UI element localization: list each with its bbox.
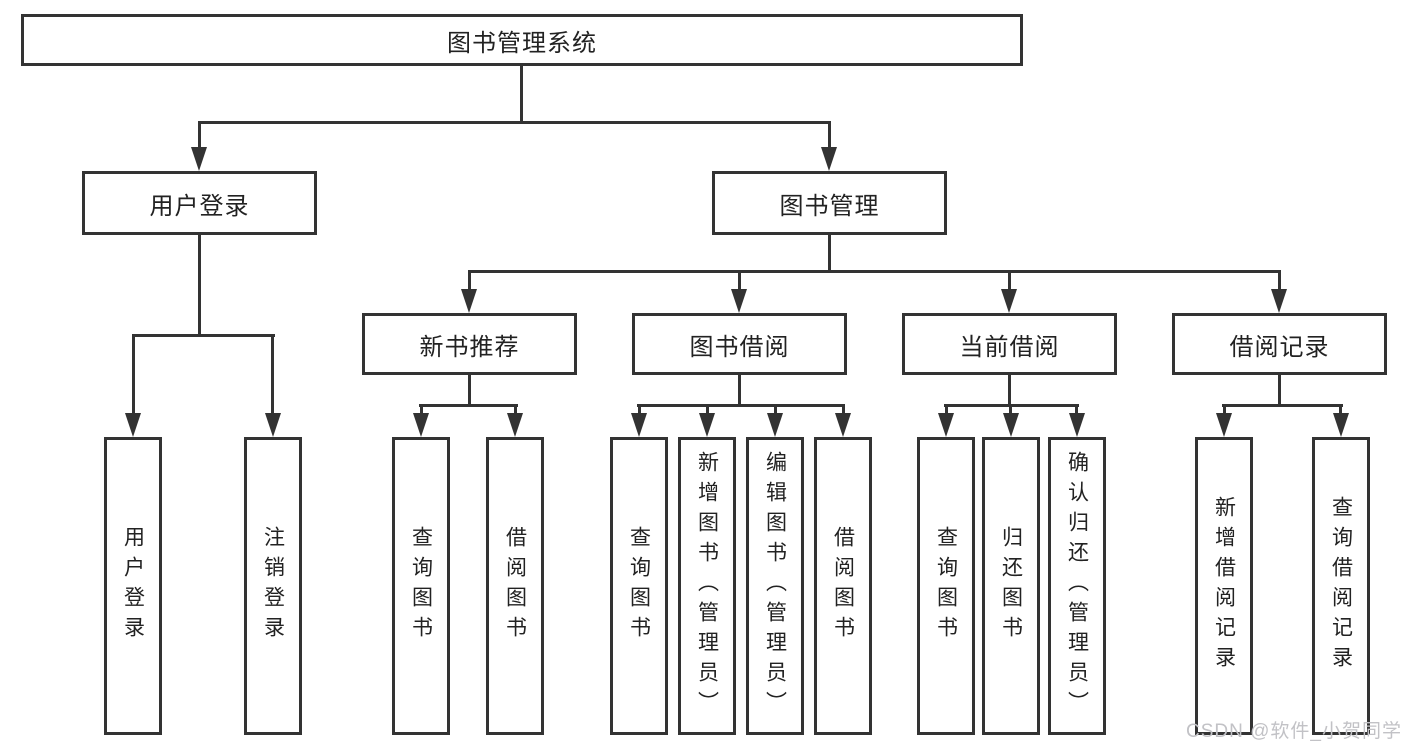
arrowhead-down xyxy=(1001,289,1017,313)
leaf-label: 编辑图书（管理员） xyxy=(763,451,787,721)
connector-line xyxy=(514,404,517,415)
connector-line xyxy=(828,121,831,149)
connector-line xyxy=(1223,404,1226,415)
leaf-borrow-books-2: 借阅图书 xyxy=(814,437,872,735)
leaf-confirm-return-admin: 确认归还（管理员） xyxy=(1048,437,1106,735)
leaf-query-borrow-record: 查询借阅记录 xyxy=(1312,437,1370,735)
arrowhead-down xyxy=(938,413,954,437)
arrowhead-down xyxy=(1069,413,1085,437)
node-label: 图书管理 xyxy=(779,192,880,220)
arrowhead-down xyxy=(507,413,523,437)
connector-line xyxy=(637,404,845,407)
leaf-label: 新增借阅记录 xyxy=(1212,496,1236,676)
connector-line xyxy=(945,404,948,415)
leaf-return-book: 归还图书 xyxy=(982,437,1040,735)
arrowhead-down xyxy=(265,413,281,437)
leaf-label: 用户登录 xyxy=(121,526,145,646)
node-label: 借阅记录 xyxy=(1229,333,1330,361)
connector-line xyxy=(706,404,709,415)
watermark-text: CSDN @软件_小贺同学 xyxy=(1186,721,1402,742)
arrowhead-down xyxy=(821,147,837,171)
connector-line xyxy=(468,270,1281,273)
connector-line xyxy=(1278,270,1281,291)
node-book-borrow: 图书借阅 xyxy=(632,313,847,375)
leaf-borrow-books-recommend: 借阅图书 xyxy=(486,437,544,735)
connector-line xyxy=(1278,373,1281,406)
node-new-book-recommend: 新书推荐 xyxy=(362,313,577,375)
connector-line xyxy=(198,233,201,336)
leaf-label: 查询图书 xyxy=(627,526,651,646)
connector-line xyxy=(520,64,523,122)
arrowhead-down xyxy=(461,289,477,313)
connector-line xyxy=(738,373,741,406)
connector-line xyxy=(271,334,274,416)
node-root-library-system: 图书管理系统 xyxy=(21,14,1023,66)
arrowhead-down xyxy=(731,289,747,313)
leaf-add-borrow-record: 新增借阅记录 xyxy=(1195,437,1253,735)
connector-line xyxy=(828,233,831,273)
node-label: 新书推荐 xyxy=(419,333,520,361)
arrowhead-down xyxy=(1003,413,1019,437)
leaf-label: 注销登录 xyxy=(261,526,285,646)
arrowhead-down xyxy=(1333,413,1349,437)
connector-line xyxy=(468,373,471,406)
leaf-label: 新增图书（管理员） xyxy=(695,451,719,721)
node-current-borrow: 当前借阅 xyxy=(902,313,1117,375)
connector-line xyxy=(842,404,845,415)
leaf-label: 查询图书 xyxy=(934,526,958,646)
node-book-management: 图书管理 xyxy=(712,171,947,235)
arrowhead-down xyxy=(835,413,851,437)
leaf-label: 借阅图书 xyxy=(503,526,527,646)
node-user-login: 用户登录 xyxy=(82,171,317,235)
arrowhead-down xyxy=(125,413,141,437)
connector-line xyxy=(1009,404,1012,415)
leaf-logout: 注销登录 xyxy=(244,437,302,735)
leaf-label: 查询借阅记录 xyxy=(1329,496,1353,676)
connector-line xyxy=(738,270,741,291)
arrowhead-down xyxy=(1271,289,1287,313)
arrowhead-down xyxy=(767,413,783,437)
connector-line xyxy=(132,334,135,416)
leaf-label: 查询图书 xyxy=(409,526,433,646)
connector-line xyxy=(1008,270,1011,291)
connector-line xyxy=(774,404,777,415)
leaf-query-books-current: 查询图书 xyxy=(917,437,975,735)
connector-line xyxy=(1222,404,1343,407)
leaf-edit-book-admin: 编辑图书（管理员） xyxy=(746,437,804,735)
arrowhead-down xyxy=(1216,413,1232,437)
leaf-query-books-recommend: 查询图书 xyxy=(392,437,450,735)
node-label: 当前借阅 xyxy=(959,333,1060,361)
node-label: 图书管理系统 xyxy=(447,29,597,57)
node-label: 图书借阅 xyxy=(689,333,790,361)
connector-line xyxy=(198,121,201,149)
leaf-label: 归还图书 xyxy=(999,526,1023,646)
arrowhead-down xyxy=(699,413,715,437)
arrowhead-down xyxy=(191,147,207,171)
connector-line xyxy=(420,404,423,415)
leaf-label: 确认归还（管理员） xyxy=(1065,451,1089,721)
connector-line xyxy=(1075,404,1078,415)
arrowhead-down xyxy=(413,413,429,437)
connector-line xyxy=(198,121,831,124)
leaf-add-book-admin: 新增图书（管理员） xyxy=(678,437,736,735)
node-label: 用户登录 xyxy=(149,192,250,220)
connector-line xyxy=(1339,404,1342,415)
arrowhead-down xyxy=(631,413,647,437)
leaf-query-books-borrow: 查询图书 xyxy=(610,437,668,735)
leaf-user-login: 用户登录 xyxy=(104,437,162,735)
connector-line xyxy=(1008,373,1011,406)
connector-line xyxy=(132,334,275,337)
connector-line xyxy=(468,270,471,291)
connector-line xyxy=(638,404,641,415)
node-borrow-records: 借阅记录 xyxy=(1172,313,1387,375)
leaf-label: 借阅图书 xyxy=(831,526,855,646)
connector-line xyxy=(419,404,518,407)
